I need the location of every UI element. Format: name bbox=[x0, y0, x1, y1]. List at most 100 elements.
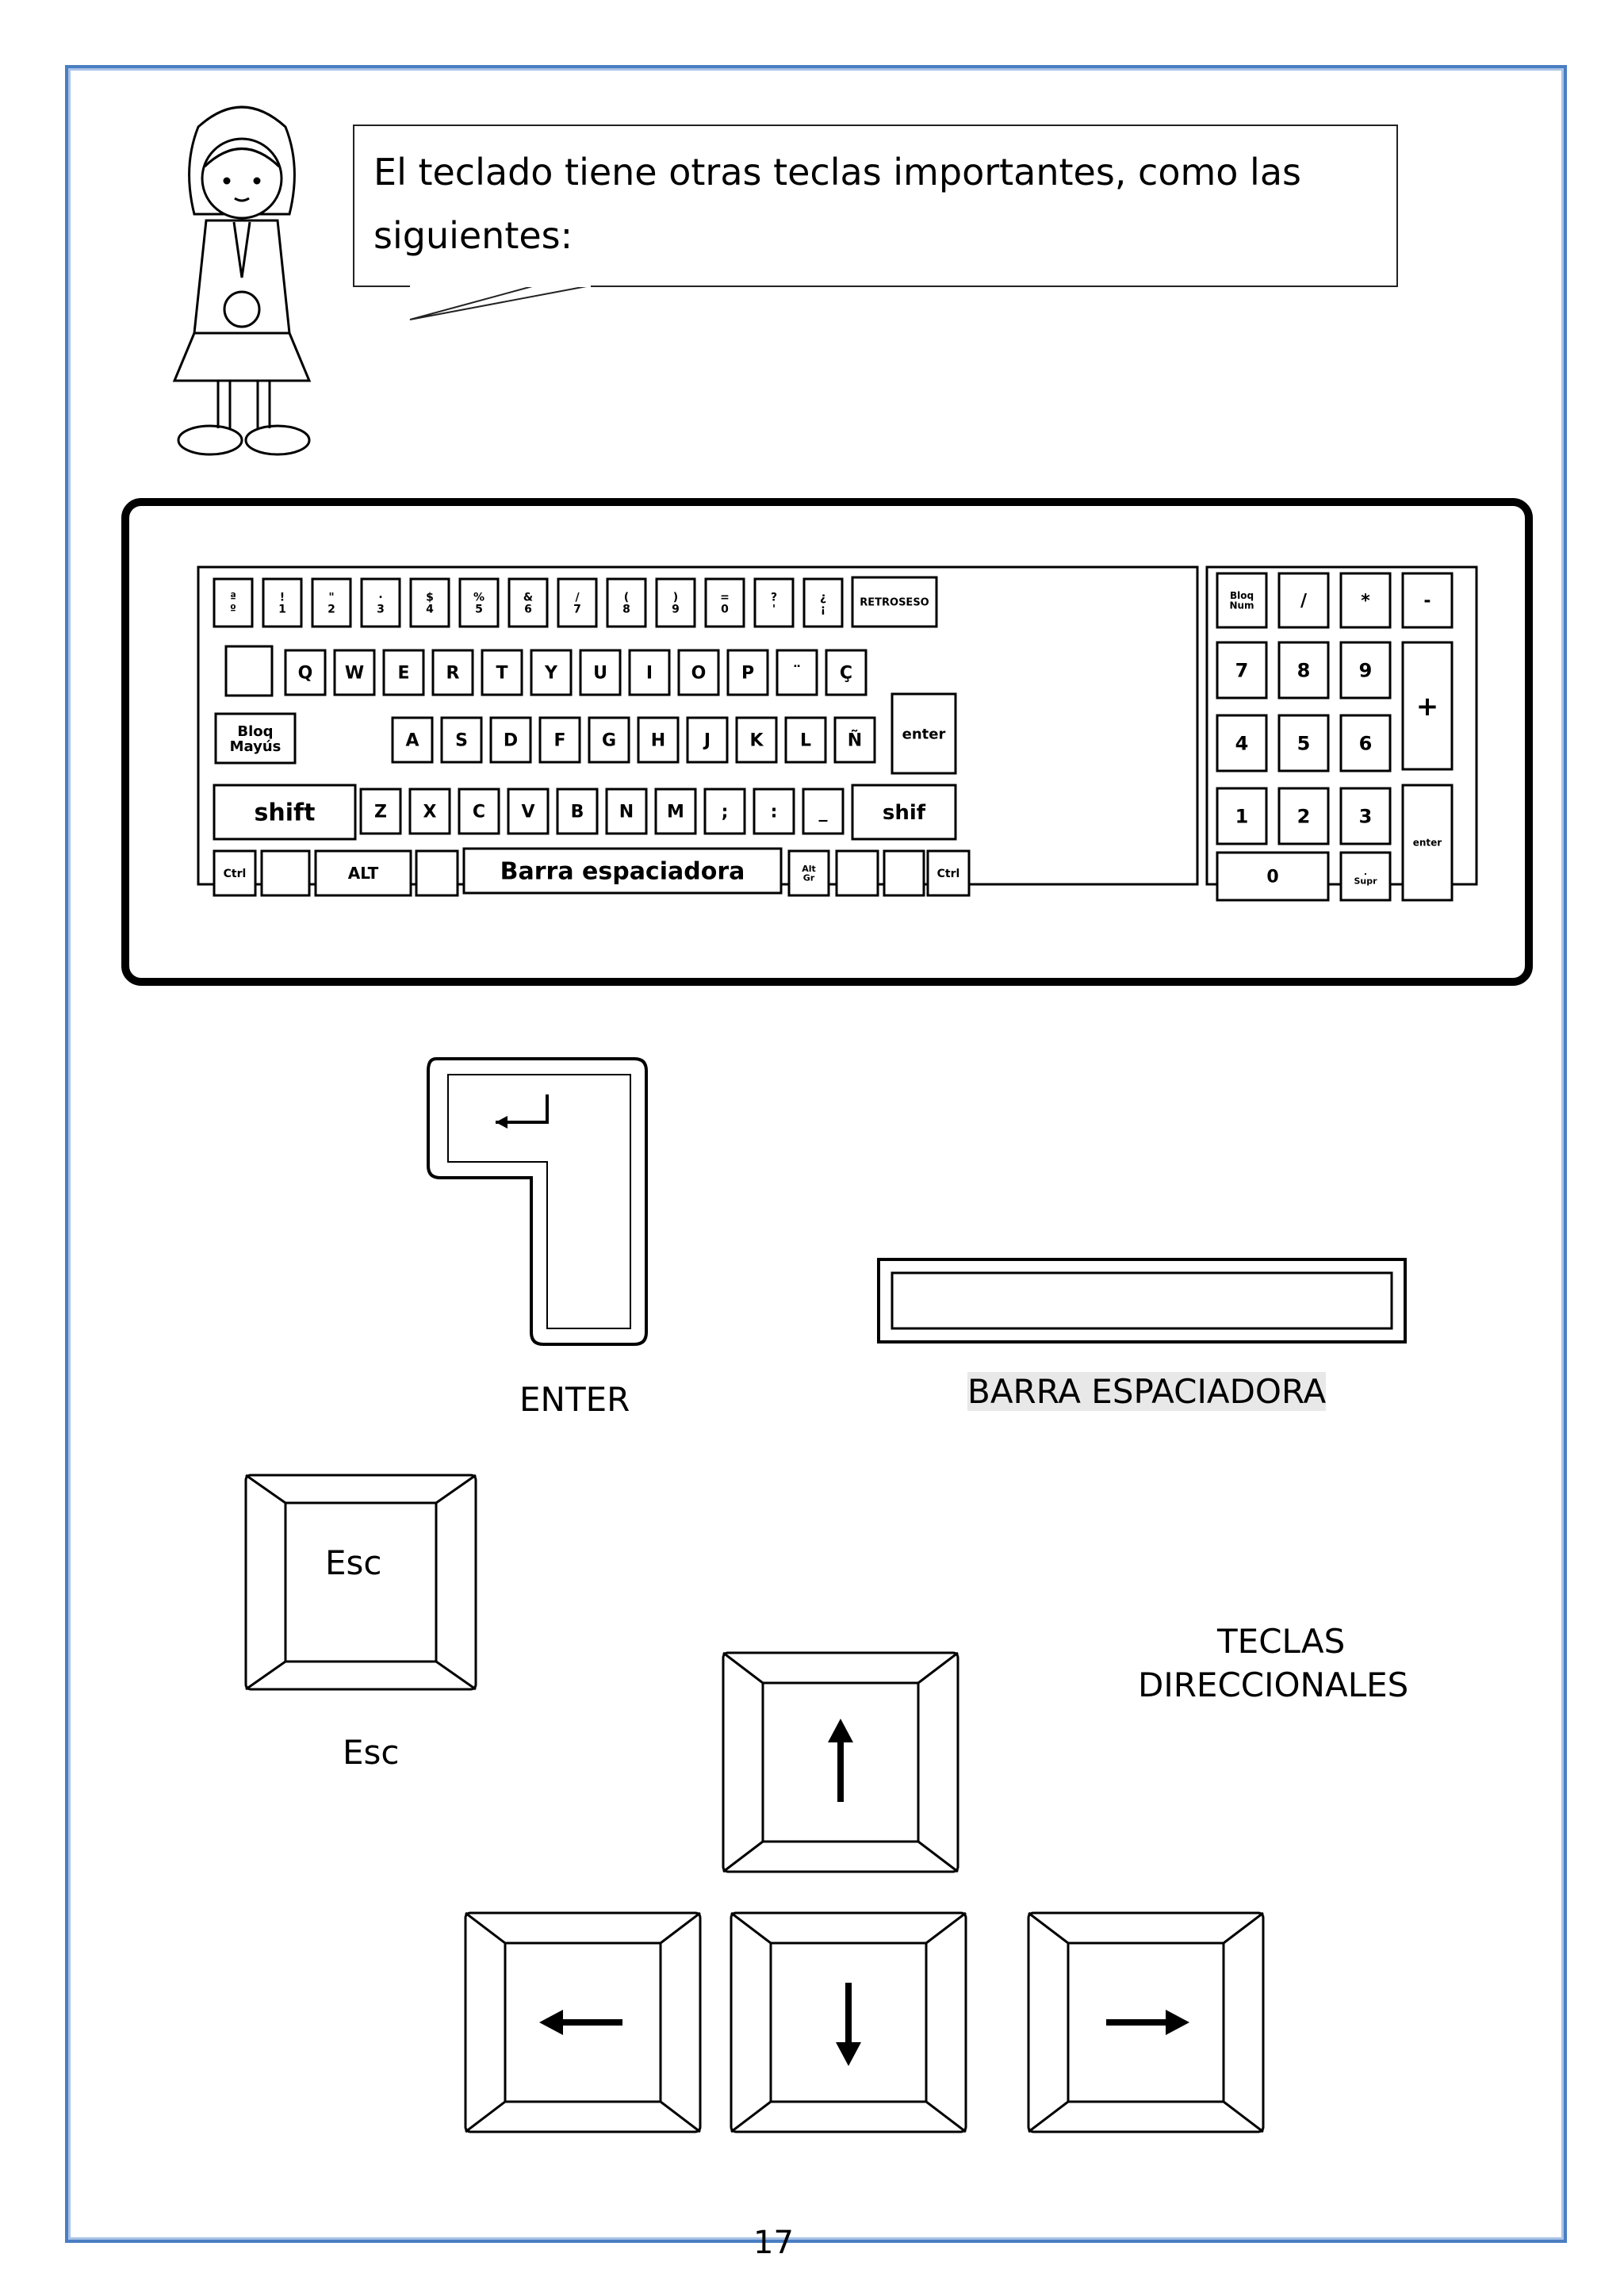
svg-text:¡: ¡ bbox=[821, 603, 825, 615]
arrow-down-key bbox=[730, 1911, 967, 2133]
key-shift-right: shif bbox=[851, 784, 957, 841]
space-label: BARRA ESPACIADORA bbox=[967, 1372, 1327, 1411]
key-q-1: W bbox=[333, 649, 376, 696]
key-num-star: * bbox=[1339, 572, 1392, 629]
svg-text:Ctrl: Ctrl bbox=[937, 868, 960, 880]
svg-text:V: V bbox=[521, 803, 534, 822]
key-num-5: 5 bbox=[1277, 714, 1330, 772]
key-backspace: RETROSESO bbox=[851, 576, 938, 628]
key-z-5: N bbox=[605, 788, 648, 835]
girl-illustration bbox=[172, 105, 312, 456]
svg-text:4: 4 bbox=[1235, 732, 1249, 754]
key-z-4: B bbox=[556, 788, 599, 835]
svg-text::: : bbox=[771, 803, 778, 822]
key-z-0: Z bbox=[359, 788, 402, 835]
svg-text:ª: ª bbox=[230, 592, 236, 604]
arrows-label-2: DIRECCIONALES bbox=[1138, 1665, 1409, 1704]
svg-text:3: 3 bbox=[377, 603, 385, 615]
arrow-up-key bbox=[722, 1651, 959, 1873]
page-number: 17 bbox=[753, 2225, 794, 2261]
svg-text:¿: ¿ bbox=[820, 592, 826, 604]
svg-text:RETROSESO: RETROSESO bbox=[860, 597, 929, 609]
key-win-left bbox=[260, 849, 311, 897]
key-z-9: _ bbox=[802, 788, 845, 835]
key-number-9: )9 bbox=[655, 577, 696, 628]
svg-text:J: J bbox=[703, 731, 710, 751]
key-q-7: I bbox=[628, 649, 671, 696]
svg-text:2: 2 bbox=[327, 603, 335, 615]
key-number-4: $4 bbox=[409, 577, 450, 628]
key-num-3: 3 bbox=[1339, 787, 1392, 845]
key-num-supr: .Supr bbox=[1339, 851, 1392, 902]
svg-text:L: L bbox=[800, 731, 811, 751]
svg-text:=: = bbox=[720, 592, 730, 604]
svg-text:&: & bbox=[523, 592, 533, 604]
svg-text:2: 2 bbox=[1297, 805, 1311, 827]
key-num-6: 6 bbox=[1339, 714, 1392, 772]
svg-text:shift: shift bbox=[255, 799, 316, 827]
key-a-6: J bbox=[686, 716, 729, 764]
key-z-7: ; bbox=[703, 788, 746, 835]
svg-text:4: 4 bbox=[426, 603, 434, 615]
svg-text:8: 8 bbox=[1297, 659, 1311, 681]
space-bar bbox=[877, 1258, 1407, 1343]
svg-text:A: A bbox=[405, 731, 419, 751]
key-q-11: Ç bbox=[825, 649, 868, 696]
svg-text:6: 6 bbox=[1359, 732, 1373, 754]
key-z-1: X bbox=[408, 788, 451, 835]
svg-text:ALT: ALT bbox=[348, 864, 379, 883]
svg-text:Ñ: Ñ bbox=[848, 730, 862, 751]
key-num-4: 4 bbox=[1216, 714, 1268, 772]
key-a-3: F bbox=[538, 716, 581, 764]
svg-text:Bloq: Bloq bbox=[1230, 590, 1254, 601]
svg-text:.: . bbox=[1364, 867, 1367, 877]
key-number-8: (8 bbox=[606, 577, 647, 628]
key-num-1: 1 bbox=[1216, 787, 1268, 845]
svg-text:G: G bbox=[602, 731, 616, 751]
svg-text:/: / bbox=[1300, 592, 1308, 611]
key-num-minus: - bbox=[1401, 572, 1454, 629]
svg-text:3: 3 bbox=[1359, 805, 1373, 827]
svg-text:Bloq: Bloq bbox=[237, 723, 273, 740]
key-a-7: K bbox=[735, 716, 778, 764]
svg-text:F: F bbox=[553, 731, 565, 751]
svg-text:(: ( bbox=[624, 592, 629, 604]
key-number-0: ªº bbox=[213, 577, 254, 628]
svg-text:Mayús: Mayús bbox=[230, 738, 282, 755]
svg-text:O: O bbox=[691, 664, 707, 684]
key-alt: ALT bbox=[314, 849, 412, 897]
key-z-8: : bbox=[753, 788, 795, 835]
speech-tail bbox=[409, 284, 592, 320]
svg-text:Alt: Alt bbox=[802, 864, 816, 874]
key-num-9: 9 bbox=[1339, 641, 1392, 700]
svg-text:S: S bbox=[455, 731, 468, 751]
key-q-4: T bbox=[481, 649, 523, 696]
svg-text:0: 0 bbox=[721, 603, 729, 615]
key-number-3: ·3 bbox=[360, 577, 401, 628]
key-q-0: Q bbox=[284, 649, 327, 696]
svg-text:Ctrl: Ctrl bbox=[224, 868, 247, 880]
svg-text:P: P bbox=[741, 664, 754, 684]
svg-text:Y: Y bbox=[544, 664, 558, 684]
svg-text:X: X bbox=[423, 803, 437, 822]
key-num-2: 2 bbox=[1277, 787, 1330, 845]
key-ctrl-right: Ctrl bbox=[926, 849, 971, 897]
key-a-0: A bbox=[391, 716, 434, 764]
enter-label: ENTER bbox=[519, 1380, 630, 1419]
svg-text:I: I bbox=[646, 664, 653, 684]
svg-text:;: ; bbox=[722, 803, 729, 822]
svg-text:9: 9 bbox=[1359, 659, 1373, 681]
svg-text:H: H bbox=[651, 731, 665, 751]
svg-text:+: + bbox=[1416, 691, 1439, 723]
svg-text:M: M bbox=[667, 803, 684, 822]
key-number-12: ¿¡ bbox=[802, 577, 844, 628]
key-a-9: Ñ bbox=[833, 716, 876, 764]
arrow-left-key bbox=[464, 1911, 702, 2133]
key-q-8: O bbox=[677, 649, 720, 696]
svg-text:T: T bbox=[496, 664, 508, 684]
key-a-4: G bbox=[588, 716, 630, 764]
